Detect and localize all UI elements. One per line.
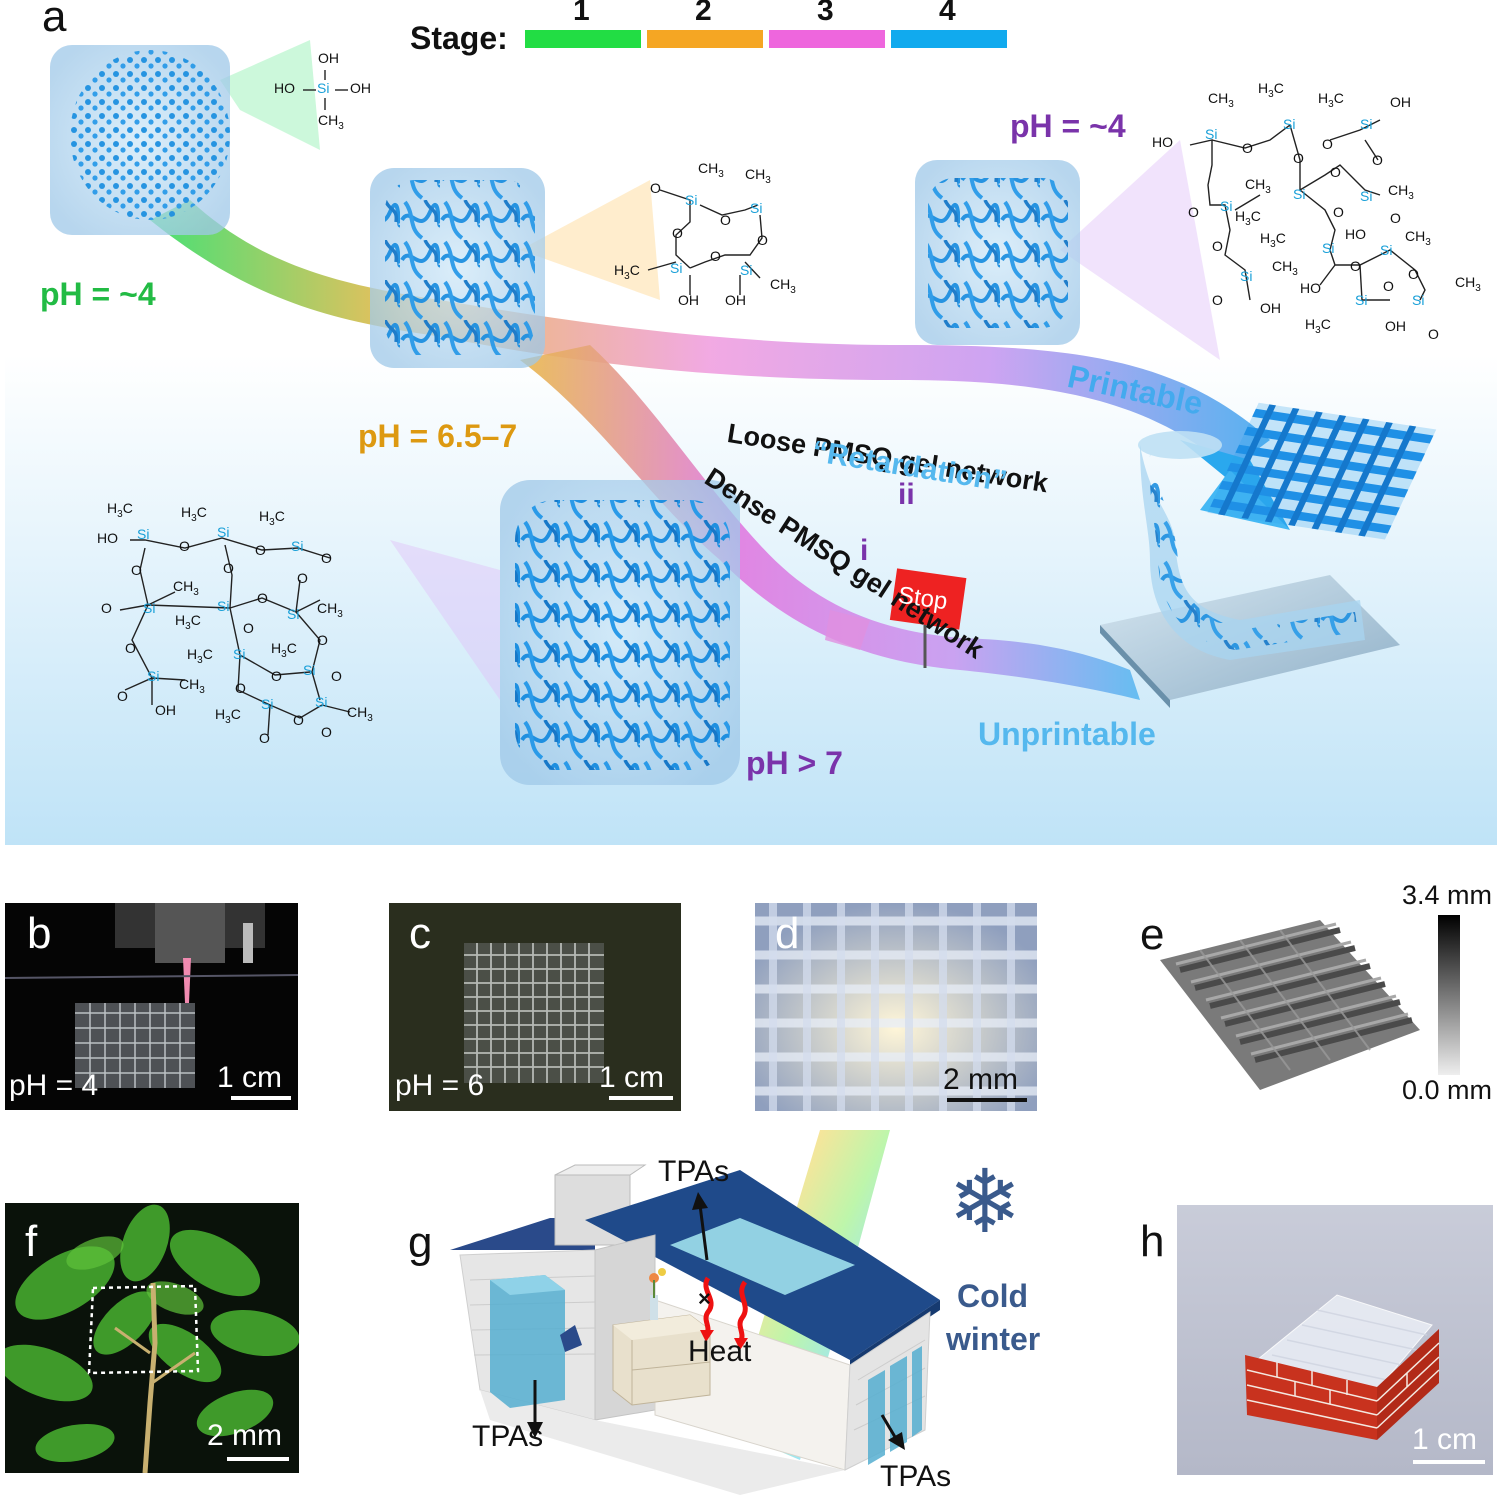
chem-ring: CH3 CH3 O Si Si O O O O H3C Si Si CH3 OH…	[614, 160, 796, 308]
panel-h: h 1 cm	[1177, 1205, 1493, 1475]
heat-label: Heat	[688, 1335, 752, 1368]
panel-d-letter: d	[775, 909, 800, 958]
panel-d: d 2 mm	[755, 903, 1037, 1111]
chem-network-left: H3C H3C H3C HO Si Si Si O O O O O O CH3 …	[97, 500, 373, 746]
stage-bar-2	[647, 30, 763, 48]
ph-right-label: pH = ~4	[1010, 108, 1126, 144]
ph-stage2-label: pH = 6.5–7	[358, 418, 518, 454]
stage-number-3: 3	[817, 0, 834, 27]
panel-f-scale-bar	[227, 1457, 289, 1461]
panel-a: a Stage: 1 2 3 4 pH = ~4 pH = 6.5–7 pH = ~4…	[5, 0, 1497, 845]
panel-a-art	[5, 0, 1497, 845]
panel-f-photo	[5, 1204, 299, 1473]
stage-number-2: 2	[695, 0, 712, 27]
panel-c-scale-bar	[609, 1096, 673, 1100]
panel-b-letter: b	[27, 909, 52, 958]
stage-bar-3	[769, 30, 885, 48]
stage-legend: Stage: 1 2 3 4	[410, 0, 1030, 60]
winter-label: winter	[946, 1321, 1041, 1357]
panel-f-letter: f	[25, 1217, 38, 1266]
panel-g-letter: g	[408, 1218, 433, 1267]
snowflake-icon: ❄	[948, 1152, 1022, 1251]
roman-i: i	[860, 534, 869, 567]
stage-label: Stage:	[410, 20, 508, 56]
svg-text:×: ×	[698, 1286, 711, 1311]
tpas-top-label: TPAs	[658, 1155, 730, 1188]
panel-c-letter: c	[409, 909, 431, 958]
stage-bar-4	[891, 30, 1007, 48]
ph-dense-label: pH > 7	[746, 745, 843, 781]
stage-number-1: 1	[573, 0, 590, 27]
panel-e-min-label: 0.0 mm	[1402, 1075, 1493, 1105]
ph-stage1-label: pH = ~4	[40, 276, 156, 312]
cold-label: Cold	[957, 1278, 1029, 1314]
tpas-left-label: TPAs	[472, 1420, 544, 1453]
panel-e-max-label: 3.4 mm	[1402, 880, 1493, 910]
panel-h-scale-label: 1 cm	[1412, 1423, 1478, 1456]
panel-g: × g TPAs TPAs TPAs Heat ❄ Cold winter	[400, 1130, 1100, 1500]
panel-e-colorbar	[1438, 915, 1460, 1075]
panel-f: f 2 mm	[5, 1203, 299, 1473]
chem-network-right: CH3 H3C H3C OH HO Si Si Si O O O O O CH3…	[1152, 80, 1481, 342]
panel-e-letter: e	[1140, 910, 1165, 959]
panel-d-scale-label: 2 mm	[943, 1063, 1018, 1096]
chem-monomer: OH HO Si OH CH3	[274, 50, 371, 132]
panel-f-scale-label: 2 mm	[207, 1419, 282, 1452]
roman-ii: ii	[898, 478, 915, 511]
panel-h-scale-bar	[1413, 1460, 1485, 1464]
panel-b-ph: pH = 4	[9, 1069, 99, 1102]
stage-bar-1	[525, 30, 641, 48]
panel-c: c pH = 6 1 cm	[389, 903, 681, 1111]
panel-c-scale-label: 1 cm	[599, 1061, 665, 1094]
panel-c-ph: pH = 6	[395, 1069, 485, 1102]
panel-e: e	[1120, 880, 1500, 1120]
panel-b: b pH = 4 1 cm	[5, 903, 298, 1110]
panel-b-scale-bar	[231, 1096, 291, 1100]
panel-d-photo	[755, 903, 1037, 1111]
panel-g-house: ×	[450, 1130, 940, 1495]
panel-a-letter: a	[42, 0, 67, 41]
panel-b-scale-label: 1 cm	[217, 1061, 283, 1094]
tpas-right-label: TPAs	[880, 1460, 952, 1493]
panel-h-letter-outer: h	[1140, 1217, 1165, 1266]
panel-h-photo	[1245, 1294, 1440, 1440]
panel-b-photo	[5, 903, 298, 1088]
panel-e-surface	[1160, 920, 1420, 1090]
panel-c-photo	[464, 943, 604, 1083]
panel-d-scale-bar	[947, 1098, 1027, 1102]
unprintable-label: Unprintable	[978, 716, 1156, 752]
stage-number-4: 4	[939, 0, 956, 27]
